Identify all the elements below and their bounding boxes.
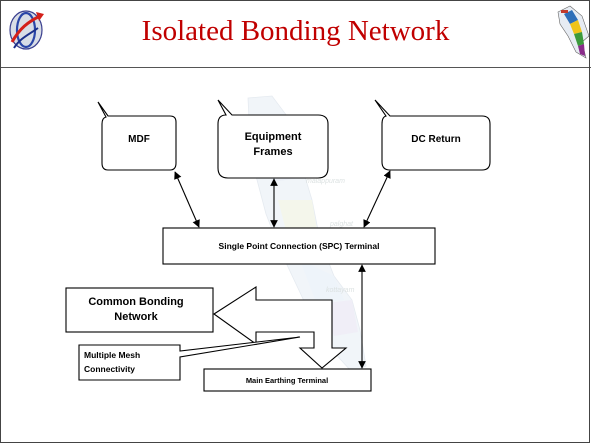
main-earthing-box: [203, 368, 372, 392]
equipment-frames-callout-shape: [217, 99, 329, 179]
node-common-bonding-network: Common Bonding Network: [65, 287, 214, 333]
multiple-mesh-label-line1: Multiple Mesh: [84, 350, 140, 360]
node-main-earthing-terminal: Main Earthing Terminal: [203, 368, 372, 392]
common-bonding-label-line2: Network: [114, 311, 158, 323]
multiple-mesh-label-line2: Connectivity: [84, 364, 135, 374]
spc-terminal-label: Single Point Connection (SPC) Terminal: [219, 241, 380, 251]
dc-return-callout-shape: [374, 99, 491, 171]
main-earthing-label: Main Earthing Terminal: [246, 376, 328, 385]
node-dc-return: DC Return: [374, 99, 491, 171]
node-equipment-frames: Equipment Frames: [217, 99, 329, 179]
map-label-palghat: palghat: [329, 221, 354, 228]
title-bar: Isolated Bonding Network: [0, 0, 591, 66]
mdf-callout-shape: [97, 101, 177, 171]
common-bonding-box: [65, 287, 214, 333]
equipment-frames-label-line2: Frames: [253, 146, 292, 158]
dc-return-label: DC Return: [411, 134, 460, 145]
title-divider: [0, 67, 591, 68]
map-label-kottayam: kottayam: [326, 287, 355, 294]
arrow-mdf-spc: [174, 171, 200, 228]
equipment-frames-label-line1: Equipment: [245, 131, 302, 143]
multiple-mesh-callout-shape: [78, 336, 301, 381]
block-arrow-earthing-to-cbn: [213, 285, 348, 369]
kerala-map-logo-icon: [557, 5, 590, 59]
spc-terminal-box: [162, 227, 436, 265]
common-bonding-label-line1: Common Bonding: [88, 296, 183, 308]
node-spc-terminal: Single Point Connection (SPC) Terminal: [162, 227, 436, 265]
node-mdf: MDF: [97, 101, 177, 171]
arrow-dcreturn-spc: [363, 170, 391, 228]
slide-title: Isolated Bonding Network: [141, 15, 450, 47]
mdf-label: MDF: [128, 134, 150, 145]
node-multiple-mesh: Multiple Mesh Connectivity: [78, 336, 301, 381]
map-label-malappuram: malappuram: [306, 178, 345, 185]
bsnl-logo-icon: [9, 10, 44, 50]
